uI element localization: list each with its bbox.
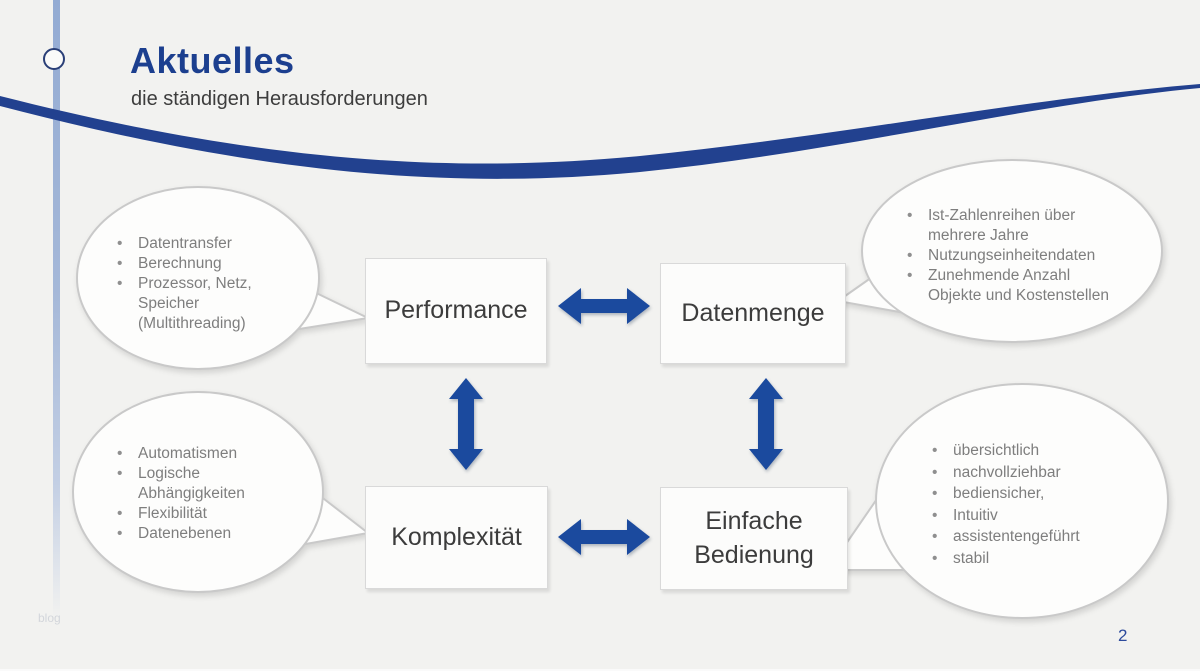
double-arrow-horizontal-bottom-icon <box>558 519 650 555</box>
arrow-shape <box>749 378 783 470</box>
box-label: Einfache Bedienung <box>694 506 814 569</box>
watermark-text: blog <box>38 611 61 625</box>
box-label: Datenmenge <box>681 298 825 327</box>
list-item: assistentengeführt <box>928 526 1148 548</box>
page-title: Aktuelles <box>130 40 295 81</box>
arrow-shape <box>558 519 650 555</box>
bubble-list-performance: Datentransfer Berechnung Prozessor, Netz… <box>113 234 303 334</box>
swoosh-curve <box>0 84 1200 179</box>
box-einfache-bedienung: Einfache Bedienung <box>660 487 848 590</box>
list-item: Flexibilität <box>113 504 303 524</box>
box-performance: Performance <box>365 258 547 364</box>
list-item: Berechnung <box>113 254 303 274</box>
list-item: Logische Abhängigkeiten <box>113 464 303 504</box>
list-item: Nutzungseinheitendaten <box>903 246 1135 266</box>
arrow-shape <box>558 288 650 324</box>
list-item: Prozessor, Netz, Speicher (Multithreadin… <box>113 274 303 334</box>
list-item: Datenebenen <box>113 524 303 544</box>
box-datenmenge: Datenmenge <box>660 263 846 364</box>
double-arrow-horizontal-top-icon <box>558 288 650 324</box>
timeline-line <box>53 0 60 645</box>
box-komplexitaet: Komplexität <box>365 486 548 589</box>
list-item: übersichtlich <box>928 440 1148 462</box>
timeline-circle-icon <box>43 48 65 70</box>
bubble-list-komplexitaet: Automatismen Logische Abhängigkeiten Fle… <box>113 444 303 544</box>
bubble-list-datenmenge: Ist-Zahlenreihen über mehrere Jahre Nutz… <box>903 206 1135 306</box>
list-item: Datentransfer <box>113 234 303 254</box>
list-item: nachvollziehbar <box>928 462 1148 484</box>
list-item: Zunehmende Anzahl Objekte und Kostenstel… <box>903 266 1135 306</box>
list-item: Ist-Zahlenreihen über mehrere Jahre <box>903 206 1135 246</box>
page-number: 2 <box>1118 626 1128 645</box>
page-subtitle: die ständigen Herausforderungen <box>131 88 428 110</box>
list-item: Automatismen <box>113 444 303 464</box>
arrow-shape <box>449 378 483 470</box>
box-label: Komplexität <box>391 522 522 551</box>
double-arrow-vertical-right-icon <box>749 378 783 470</box>
bubble-list-einfache-bedienung: übersichtlich nachvollziehbar bediensich… <box>928 440 1148 569</box>
box-label: Performance <box>384 296 528 325</box>
list-item: Intuitiv <box>928 505 1148 527</box>
swoosh-path <box>0 84 1200 179</box>
list-item: bediensicher, <box>928 483 1148 505</box>
double-arrow-vertical-left-icon <box>449 378 483 470</box>
list-item: stabil <box>928 548 1148 570</box>
